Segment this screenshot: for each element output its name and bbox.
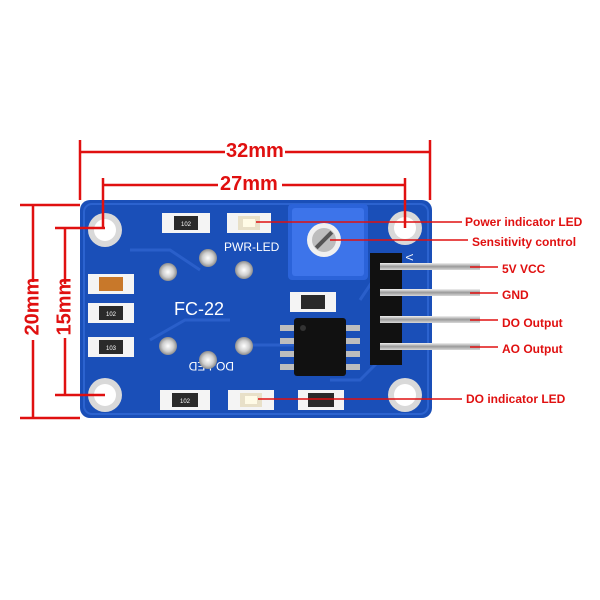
callout-do-output: DO Output [502, 316, 563, 330]
ic-chip [280, 318, 360, 376]
smd-resistor-right-mid [290, 292, 336, 312]
power-led [227, 213, 271, 233]
callout-sensitivity: Sensitivity control [472, 235, 577, 249]
dim-width-outer: 32mm [226, 140, 284, 162]
dim-width-inner: 27mm [220, 173, 278, 195]
smd-resistor-top: 102 [162, 213, 210, 233]
smd-resistor-left-1 [88, 274, 134, 294]
pin-header: V [370, 253, 480, 365]
callout-ao-output: AO Output [502, 342, 563, 356]
dim-height-inner: 15mm [53, 277, 76, 336]
smd-resistor-left-3: 103 [88, 337, 134, 357]
callout-vcc: 5V VCC [502, 262, 546, 276]
callout-lines [256, 221, 498, 400]
through-hole-pads [159, 249, 253, 369]
dim-height-outer: 20mm [21, 277, 44, 336]
model-silkscreen: FC-22 [174, 299, 224, 319]
smd-resistor-bottom-right [298, 390, 344, 410]
pin-ao [380, 343, 480, 350]
svg-text:102: 102 [106, 312, 117, 318]
pin-vcc [380, 263, 480, 270]
svg-text:102: 102 [180, 399, 191, 405]
callout-do-led: DO indicator LED [466, 392, 566, 406]
svg-text:V: V [403, 254, 414, 261]
svg-text:102: 102 [181, 222, 192, 228]
svg-text:103: 103 [106, 346, 117, 352]
smd-resistor-left-2: 102 [88, 303, 134, 323]
pin-gnd [380, 289, 480, 296]
potentiometer [288, 204, 368, 280]
smd-resistor-bottom: 102 [160, 390, 210, 410]
callout-power-led: Power indicator LED [465, 215, 583, 229]
callout-gnd: GND [502, 288, 529, 302]
do-led [228, 390, 274, 410]
pwr-led-silkscreen: PWR-LED [224, 240, 280, 254]
dimension-lines [20, 140, 432, 420]
pin-do [380, 316, 480, 323]
